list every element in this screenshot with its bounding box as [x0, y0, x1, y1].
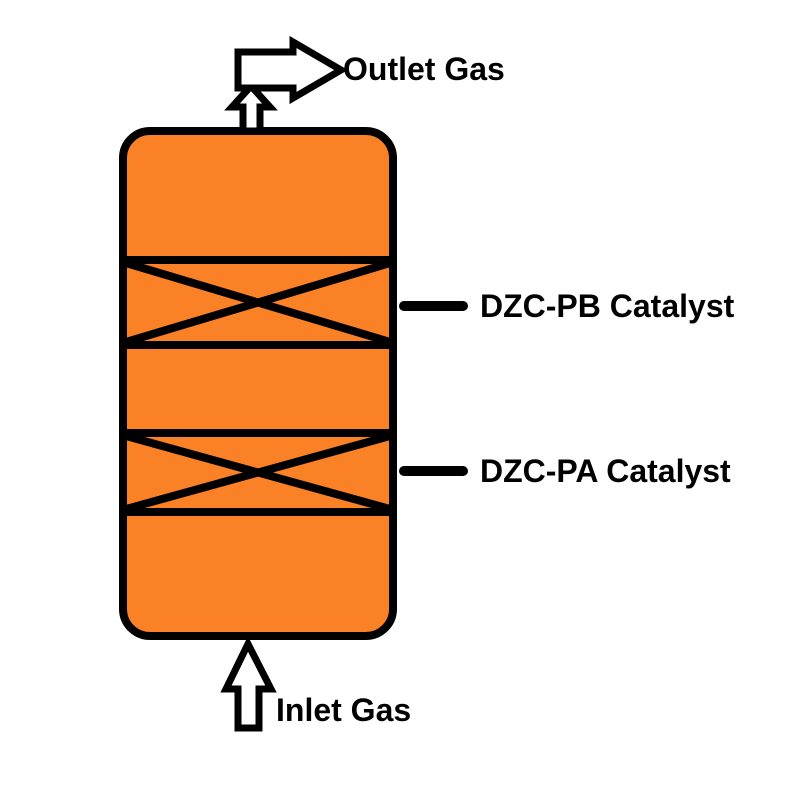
catalyst-bed-upper: [123, 256, 393, 349]
outlet-gas-label: Outlet Gas: [343, 51, 505, 87]
inlet-gas-label: Inlet Gas: [276, 692, 411, 728]
up-arrow-icon: [220, 636, 277, 732]
outlet-arrow-icon: [224, 35, 348, 135]
reactor-vessel: [119, 127, 397, 640]
right-arrow-icon: [234, 35, 348, 105]
catalyst-lower-label: DZC-PA Catalyst: [480, 453, 731, 489]
inlet-arrow-icon: [220, 636, 277, 732]
bed-lower-diagonal-2: [124, 432, 392, 513]
bed-upper-diagonal-2: [124, 259, 392, 346]
catalyst-upper-label: DZC-PB Catalyst: [480, 288, 735, 324]
up-arrow-icon: [224, 80, 278, 135]
catalyst-bed-lower: [123, 429, 393, 516]
